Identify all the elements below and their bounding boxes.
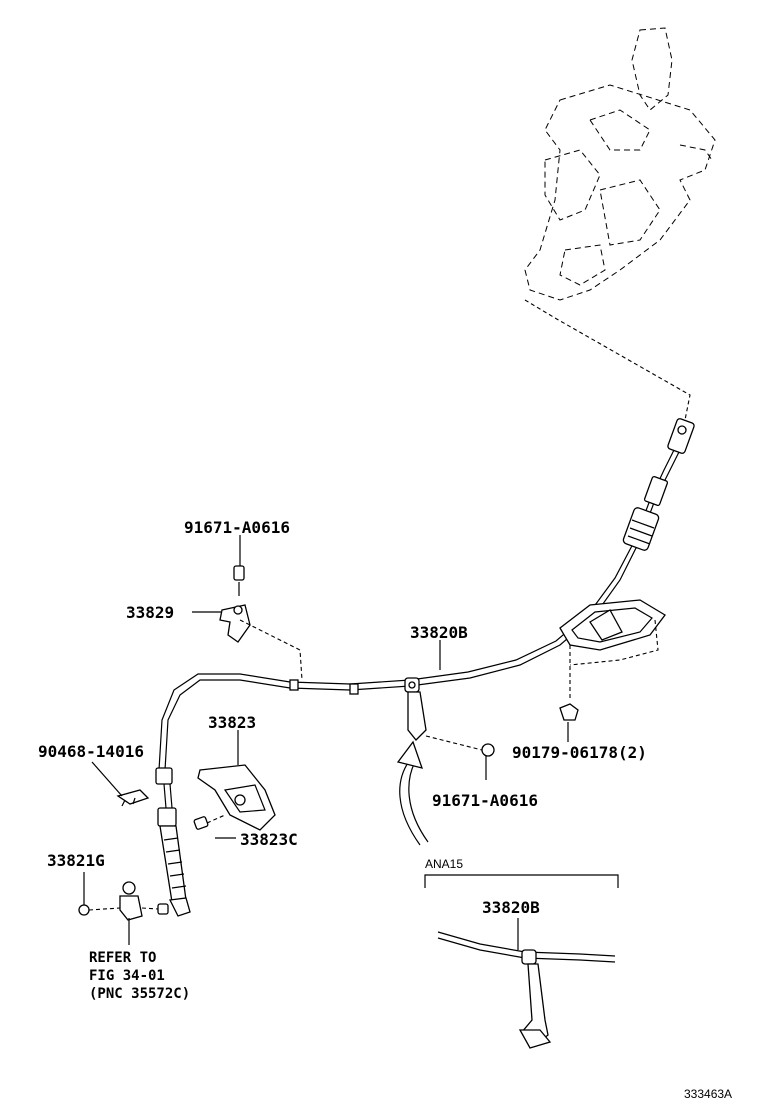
control-cable — [155, 418, 695, 917]
bolt-33823c — [193, 814, 226, 830]
label-bracket-33823: 33823 — [208, 713, 256, 732]
label-cable-main: 33820B — [410, 623, 468, 642]
clip-90468 — [116, 789, 150, 807]
label-nut-90179: 90179-06178(2) — [512, 743, 647, 762]
label-cable-variant: 33820B — [482, 898, 540, 917]
bracket-33823 — [197, 764, 276, 831]
leader-lines — [83, 535, 569, 950]
variant-arrow — [396, 740, 429, 846]
label-bolt-33823c: 33823C — [240, 830, 298, 849]
nut-90179 — [559, 619, 659, 721]
label-refer-line1: REFER TO — [89, 950, 156, 966]
label-refer-line3: (PNC 35572C) — [89, 986, 190, 1002]
bolt-lower — [425, 735, 495, 757]
label-variant-code: ANA15 — [425, 857, 463, 871]
cable-clamp — [404, 677, 427, 741]
label-bolt-lower: 91671-A0616 — [432, 791, 538, 810]
variant-detail — [424, 874, 619, 1049]
label-figure-id: 333463A — [684, 1087, 732, 1101]
part-33821g — [78, 881, 169, 921]
label-part-33821g: 33821G — [47, 851, 105, 870]
label-refer-line2: FIG 34-01 — [89, 968, 165, 984]
shift-lever-assembly-ghost — [524, 27, 716, 421]
label-bolt-top: 91671-A0616 — [184, 518, 290, 537]
label-clip-90468: 90468-14016 — [38, 742, 144, 761]
bracket-33829 — [219, 565, 303, 681]
label-bracket-33829: 33829 — [126, 603, 174, 622]
